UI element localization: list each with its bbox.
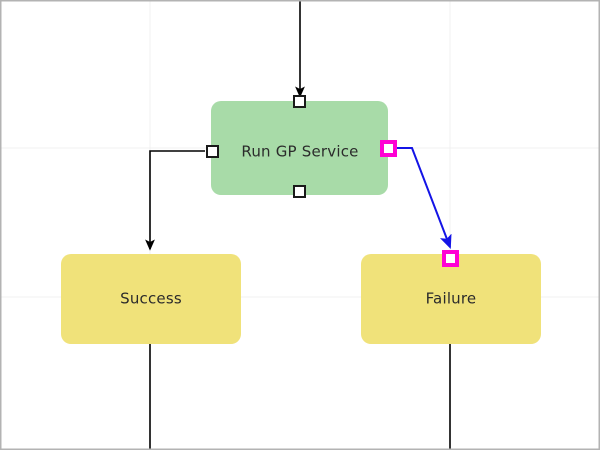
node-success-label: Success (120, 290, 182, 308)
node-success-shape[interactable] (61, 254, 241, 344)
port-run-gp-service-left[interactable] (206, 145, 219, 158)
port-layer[interactable] (206, 95, 459, 267)
port-run-gp-service-bottom[interactable] (293, 185, 306, 198)
node-failure[interactable]: Failure (361, 254, 541, 344)
edge-layer (145, 0, 452, 450)
node-run-gp-service-label: Run GP Service (241, 143, 358, 161)
edge-run-to-success[interactable] (145, 150, 205, 251)
node-run-gp-service-shape[interactable] (211, 101, 388, 195)
port-failure-top-selected[interactable] (442, 250, 459, 267)
node-failure-label: Failure (426, 290, 477, 308)
edge-run-to-failure[interactable] (396, 147, 452, 249)
node-success[interactable]: Success (61, 254, 241, 344)
node-failure-shape[interactable] (361, 254, 541, 344)
port-run-gp-service-right-selected[interactable] (380, 140, 397, 157)
node-run-gp-service[interactable]: Run GP Service (211, 101, 388, 195)
port-run-gp-service-top[interactable] (293, 95, 306, 108)
